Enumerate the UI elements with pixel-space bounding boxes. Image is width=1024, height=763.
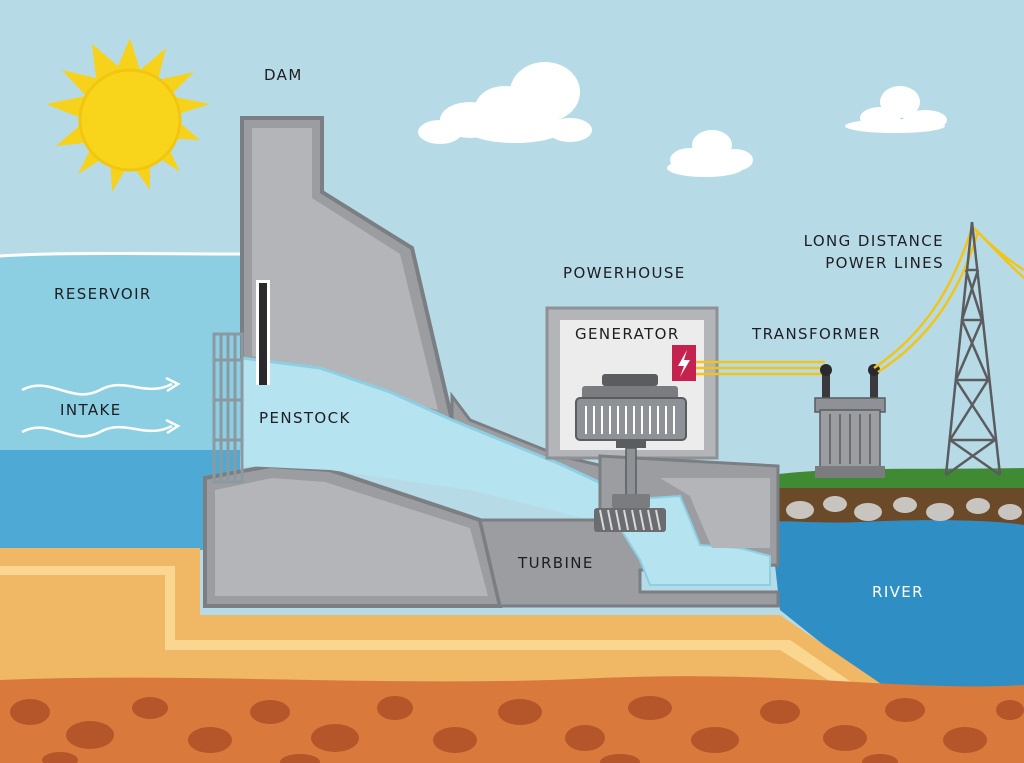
river-water [770,506,1024,690]
cloud-icon [845,86,947,133]
turbine-shaft [625,447,637,499]
lightning-icon [672,345,696,381]
penstock-water [242,358,620,528]
power-lines-label-line2: POWER LINES [825,254,944,272]
intake-arrows [21,376,181,438]
bank-rocks [786,496,1022,521]
generator-label: GENERATOR [575,325,680,343]
sun-icon [46,38,210,192]
turbine [594,494,666,532]
intake-grate [212,332,244,484]
reservoir-water [0,255,250,455]
transmission-tower [944,221,1002,477]
powerhouse-label: POWERHOUSE [563,264,686,282]
turbine-label: TURBINE [518,554,594,572]
cloud-icon [667,130,753,177]
generator [575,374,687,448]
soil-rocks [10,696,1024,763]
penstock-label: PENSTOCK [259,409,351,427]
power-lines [873,227,1024,374]
transformer-label: TRANSFORMER [752,325,882,343]
power-lines-label-line1: LONG DISTANCE [803,232,944,250]
intake-label: INTAKE [60,401,122,419]
river-label: RIVER [872,583,925,601]
cloud-icon [418,62,592,144]
transformer [814,364,886,478]
reservoir-deep-water [0,450,240,550]
generator-wires [696,360,825,376]
reservoir-label: RESERVOIR [54,285,152,303]
dam-label: DAM [264,66,303,84]
